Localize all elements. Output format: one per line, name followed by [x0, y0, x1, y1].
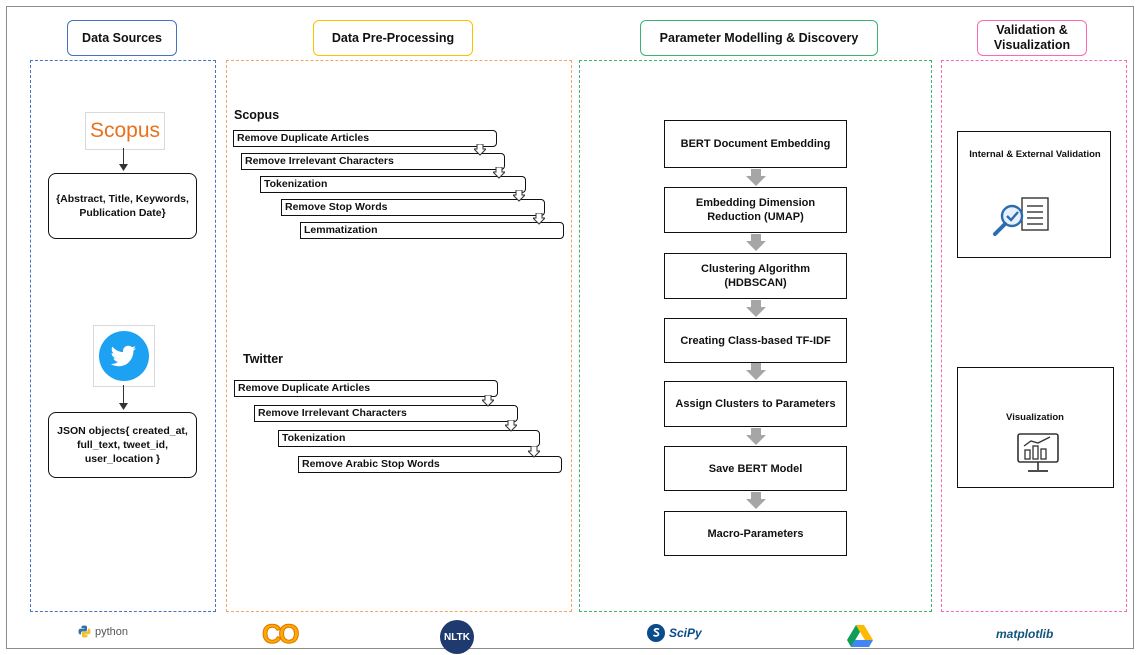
twitter-fields-box: JSON objects{ created_at, full_text, twe…: [48, 412, 197, 478]
nltk-logo: NLTK: [440, 620, 474, 654]
model-step-hdbscan: Clustering Algorithm (HDBSCAN): [664, 253, 847, 299]
scipy-logo: SciPy: [646, 623, 702, 643]
validation-box: Internal & External Validation: [957, 131, 1111, 258]
gray-down-arrow-icon: [746, 234, 766, 251]
scipy-label: SciPy: [669, 626, 702, 640]
model-step-macro-parameters: Macro-Parameters: [664, 511, 847, 556]
gray-down-arrow-icon: [746, 428, 766, 445]
step-down-arrow-icon: [474, 144, 486, 156]
gray-down-arrow-icon: [746, 492, 766, 509]
step-down-arrow-icon: [482, 395, 494, 407]
step-down-arrow-icon: [528, 446, 540, 458]
scopus-step: Tokenization: [260, 176, 526, 193]
header-parameter-modelling: Parameter Modelling & Discovery: [640, 20, 878, 56]
model-step-save-bert: Save BERT Model: [664, 446, 847, 491]
validation-label: Internal & External Validation: [969, 149, 1101, 160]
model-step-assign-clusters: Assign Clusters to Parameters: [664, 381, 847, 427]
scopus-fields-box: {Abstract, Title, Keywords, Publication …: [48, 173, 197, 239]
header-validation-visualization: Validation & Visualization: [977, 20, 1087, 56]
scopus-section-title: Scopus: [234, 108, 280, 122]
visualization-label: Visualization: [1006, 412, 1064, 423]
monitor-chart-icon: [1017, 433, 1059, 472]
scopus-connector-line: [123, 148, 124, 168]
document-check-icon: [993, 197, 1049, 236]
model-step-class-tfidf: Creating Class-based TF-IDF: [664, 318, 847, 363]
scopus-step: Remove Irrelevant Characters: [241, 153, 505, 170]
gray-down-arrow-icon: [746, 300, 766, 317]
gray-down-arrow-icon: [746, 363, 766, 380]
scopus-down-arrow-icon: [119, 164, 128, 171]
column-data-sources: [30, 60, 216, 612]
column-validation-visualization: [941, 60, 1127, 612]
header-data-preprocessing: Data Pre-Processing: [313, 20, 473, 56]
python-logo: python: [78, 625, 128, 638]
column-data-preprocessing: [226, 60, 572, 612]
twitter-step: Remove Duplicate Articles: [234, 380, 498, 397]
twitter-logo: [93, 325, 155, 387]
step-down-arrow-icon: [493, 167, 505, 179]
column-parameter-modelling: [579, 60, 932, 612]
scopus-logo-text: Scopus: [89, 119, 161, 142]
gray-down-arrow-icon: [746, 169, 766, 186]
diagram-frame: [6, 6, 1134, 649]
step-down-arrow-icon: [513, 190, 525, 202]
google-drive-icon: [847, 625, 873, 647]
twitter-bird-icon: [99, 331, 149, 381]
scopus-step: Remove Stop Words: [281, 199, 545, 216]
scopus-step: Lemmatization: [300, 222, 564, 239]
model-step-bert-embedding: BERT Document Embedding: [664, 120, 847, 168]
twitter-step: Remove Irrelevant Characters: [254, 405, 518, 422]
twitter-step: Tokenization: [278, 430, 540, 447]
twitter-step: Remove Arabic Stop Words: [298, 456, 562, 473]
matplotlib-label: matplotlib: [996, 627, 1054, 641]
nltk-label: NLTK: [444, 631, 470, 643]
colab-logo: CO: [262, 619, 300, 650]
colab-label: CO: [262, 619, 300, 650]
twitter-down-arrow-icon: [119, 403, 128, 410]
twitter-connector-line: [123, 385, 124, 407]
visualization-box: Visualization: [957, 367, 1114, 488]
matplotlib-logo: matplotlib: [996, 625, 1053, 643]
scopus-logo: Scopus: [85, 112, 165, 150]
model-step-umap: Embedding Dimension Reduction (UMAP): [664, 187, 847, 233]
python-label: python: [95, 625, 129, 638]
header-data-sources: Data Sources: [67, 20, 177, 56]
step-down-arrow-icon: [533, 213, 545, 225]
scopus-step: Remove Duplicate Articles: [233, 130, 497, 147]
python-icon: [78, 625, 91, 638]
scipy-icon: [647, 624, 665, 642]
step-down-arrow-icon: [505, 420, 517, 432]
twitter-section-title: Twitter: [243, 352, 284, 366]
